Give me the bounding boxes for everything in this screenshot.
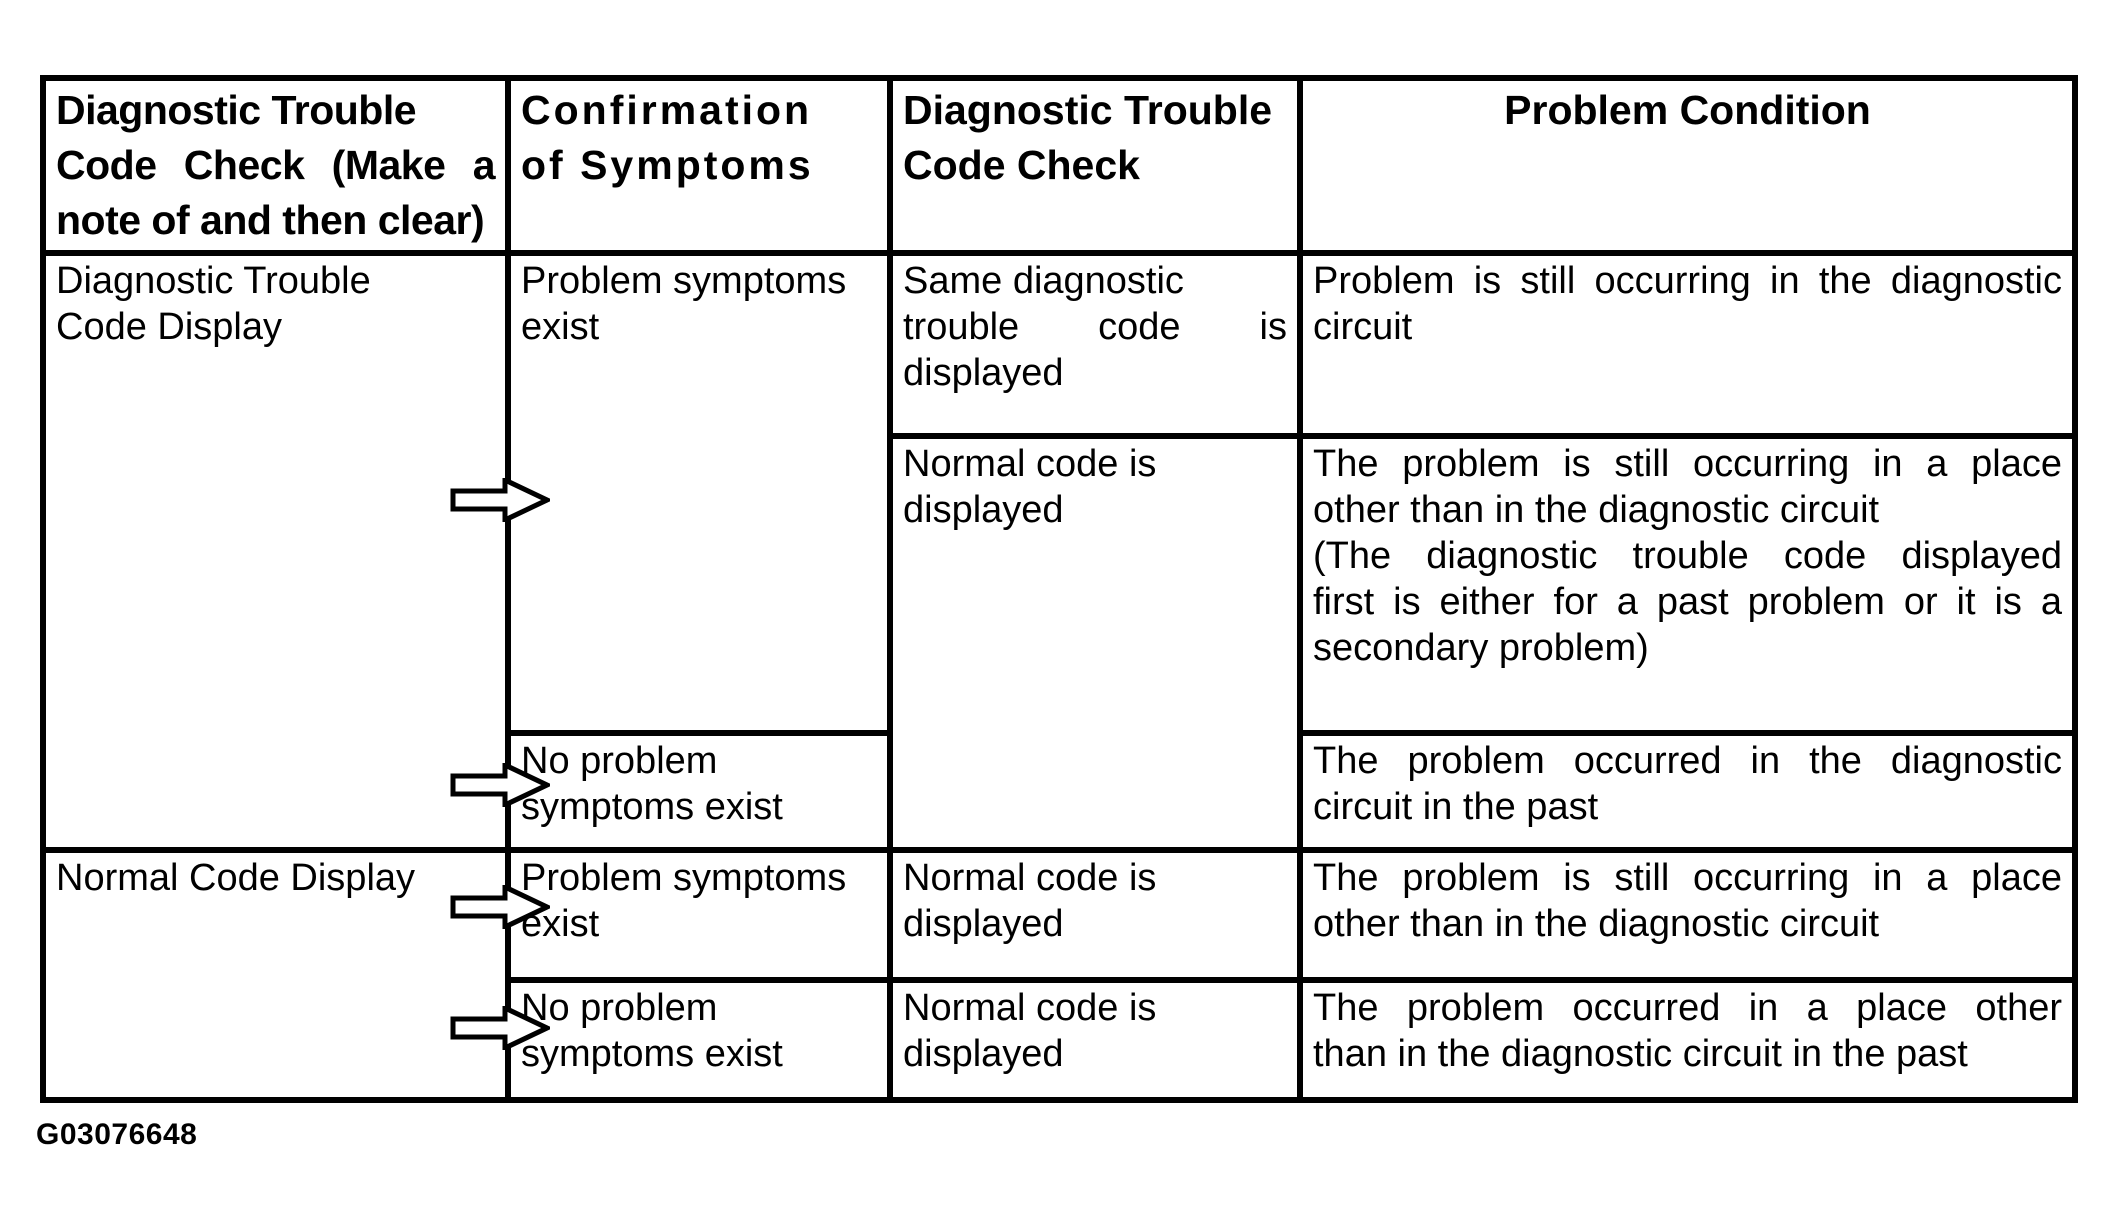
cell-line: other than in the diagnostic circuit [1313, 903, 1880, 945]
cell-line: other than in the diagnostic circuit [1313, 489, 1880, 531]
cell-line: displayed [903, 1033, 1064, 1075]
cell-problem-still-occurring-diagnostic-circuit: Problem is still occurring in the diagno… [1297, 250, 2078, 439]
cell-line: Problem is still occurring in the diagno… [1313, 260, 2062, 302]
cell-line: Normal code is [903, 857, 1157, 899]
table-row: Diagnostic Trouble Code Display Problem … [40, 250, 2078, 853]
header-row: Diagnostic Trouble Code Check (Make a no… [40, 75, 2078, 256]
flow-arrow-icon [450, 885, 550, 929]
header-line: Code Check [903, 142, 1140, 188]
cell-line: displayed [903, 903, 1064, 945]
cell-line: trouble code is [903, 306, 1287, 348]
cell-line: symptoms exist [521, 786, 783, 828]
header-cell-confirmation-of-symptoms: Confirmation of Symptoms [505, 75, 893, 256]
header-line: Diagnostic Trouble [903, 87, 1273, 133]
cell-same-dtc-displayed: Same diagnostic trouble code is displaye… [887, 250, 1303, 439]
cell-line: secondary problem) [1313, 627, 1649, 669]
header-line: Problem Condition [1504, 87, 1871, 133]
header-line: note of and then clear) [56, 197, 485, 243]
cell-line: circuit [1313, 306, 1413, 348]
flow-arrow-icon [450, 763, 550, 807]
cell-line: Diagnostic Trouble [56, 260, 371, 302]
header-line: Code Check (Make a [56, 142, 496, 188]
flow-arrow-icon [450, 478, 550, 522]
cell-line: Normal Code Display [56, 857, 416, 899]
cell-normal-code-displayed-2: Normal code is displayed [887, 847, 1303, 983]
table-row: Normal code is displayed The problem is … [43, 433, 2078, 853]
cell-line: (The diagnostic trouble code displayed [1313, 535, 2062, 577]
cell-problem-other-place-secondary: The problem is still occurring in a plac… [1297, 433, 2078, 736]
cell-line: than in the diagnostic circuit in the pa… [1313, 1033, 1968, 1075]
cell-no-problem-symptoms-exist-2: No problem symptoms exist [505, 977, 893, 1103]
cell-line: displayed [903, 352, 1064, 394]
cell-line: exist [521, 306, 600, 348]
header-cell-dtc-check-note: Diagnostic Trouble Code Check (Make a no… [40, 75, 511, 256]
cell-line: Normal code is [903, 443, 1157, 485]
cell-line: circuit in the past [1313, 786, 1599, 828]
cell-normal-code-displayed-3: Normal code is displayed [887, 977, 1303, 1103]
cell-line: symptoms exist [521, 1033, 783, 1075]
cell-line: The problem occurred in a place other [1313, 987, 2062, 1029]
header-line: Diagnostic Trouble [56, 87, 417, 133]
cell-line: displayed [903, 489, 1064, 531]
cell-line: No problem [521, 740, 718, 782]
cell-line: first is either for a past problem or it… [1313, 581, 2062, 623]
cell-line: Code Display [56, 306, 282, 348]
cell-problem-symptoms-exist-2: Problem symptoms exist [505, 847, 893, 983]
cell-line: Problem symptoms [521, 260, 847, 302]
cell-line: Normal code is [903, 987, 1157, 1029]
cell-line: Problem symptoms [521, 857, 847, 899]
cell-problem-occurred-other-place-past: The problem occurred in a place other th… [1297, 977, 2078, 1103]
cell-line: The problem is still occurring in a plac… [1313, 443, 2062, 485]
cell-problem-still-occurring-other-place: The problem is still occurring in a plac… [1297, 847, 2078, 983]
table-row: Normal Code Display Problem symptoms exi… [40, 847, 2078, 1103]
cell-problem-occurred-diagnostic-circuit-past: The problem occurred in the diagnostic c… [1297, 730, 2078, 853]
diagnostic-trouble-code-table: Diagnostic Trouble Code Check (Make a no… [40, 75, 2078, 1103]
cell-no-problem-symptoms-exist: No problem symptoms exist [505, 730, 893, 853]
flow-arrow-icon [450, 1006, 550, 1050]
cell-normal-code-displayed-1: Normal code is displayed [887, 433, 1303, 853]
header-line: Confirmation [521, 87, 813, 133]
header-line: of Symptoms [521, 142, 814, 188]
cell-problem-symptoms-exist: Problem symptoms exist [505, 250, 893, 736]
header-cell-problem-condition: Problem Condition [1297, 75, 2078, 256]
figure-id-label: G03076648 [36, 1118, 198, 1151]
cell-line: The problem occurred in the diagnostic [1313, 740, 2062, 782]
header-cell-dtc-check: Diagnostic Trouble Code Check [887, 75, 1303, 256]
cell-normal-code-display: Normal Code Display [40, 847, 511, 1103]
cell-line: exist [521, 903, 600, 945]
table-row: No problem symptoms exist The problem oc… [43, 730, 2078, 853]
cell-line: No problem [521, 987, 718, 1029]
cell-line: Same diagnostic [903, 260, 1184, 302]
cell-dtc-display: Diagnostic Trouble Code Display [40, 250, 511, 853]
cell-line: The problem is still occurring in a plac… [1313, 857, 2062, 899]
table-row: No problem symptoms exist Normal code is… [43, 977, 2078, 1103]
